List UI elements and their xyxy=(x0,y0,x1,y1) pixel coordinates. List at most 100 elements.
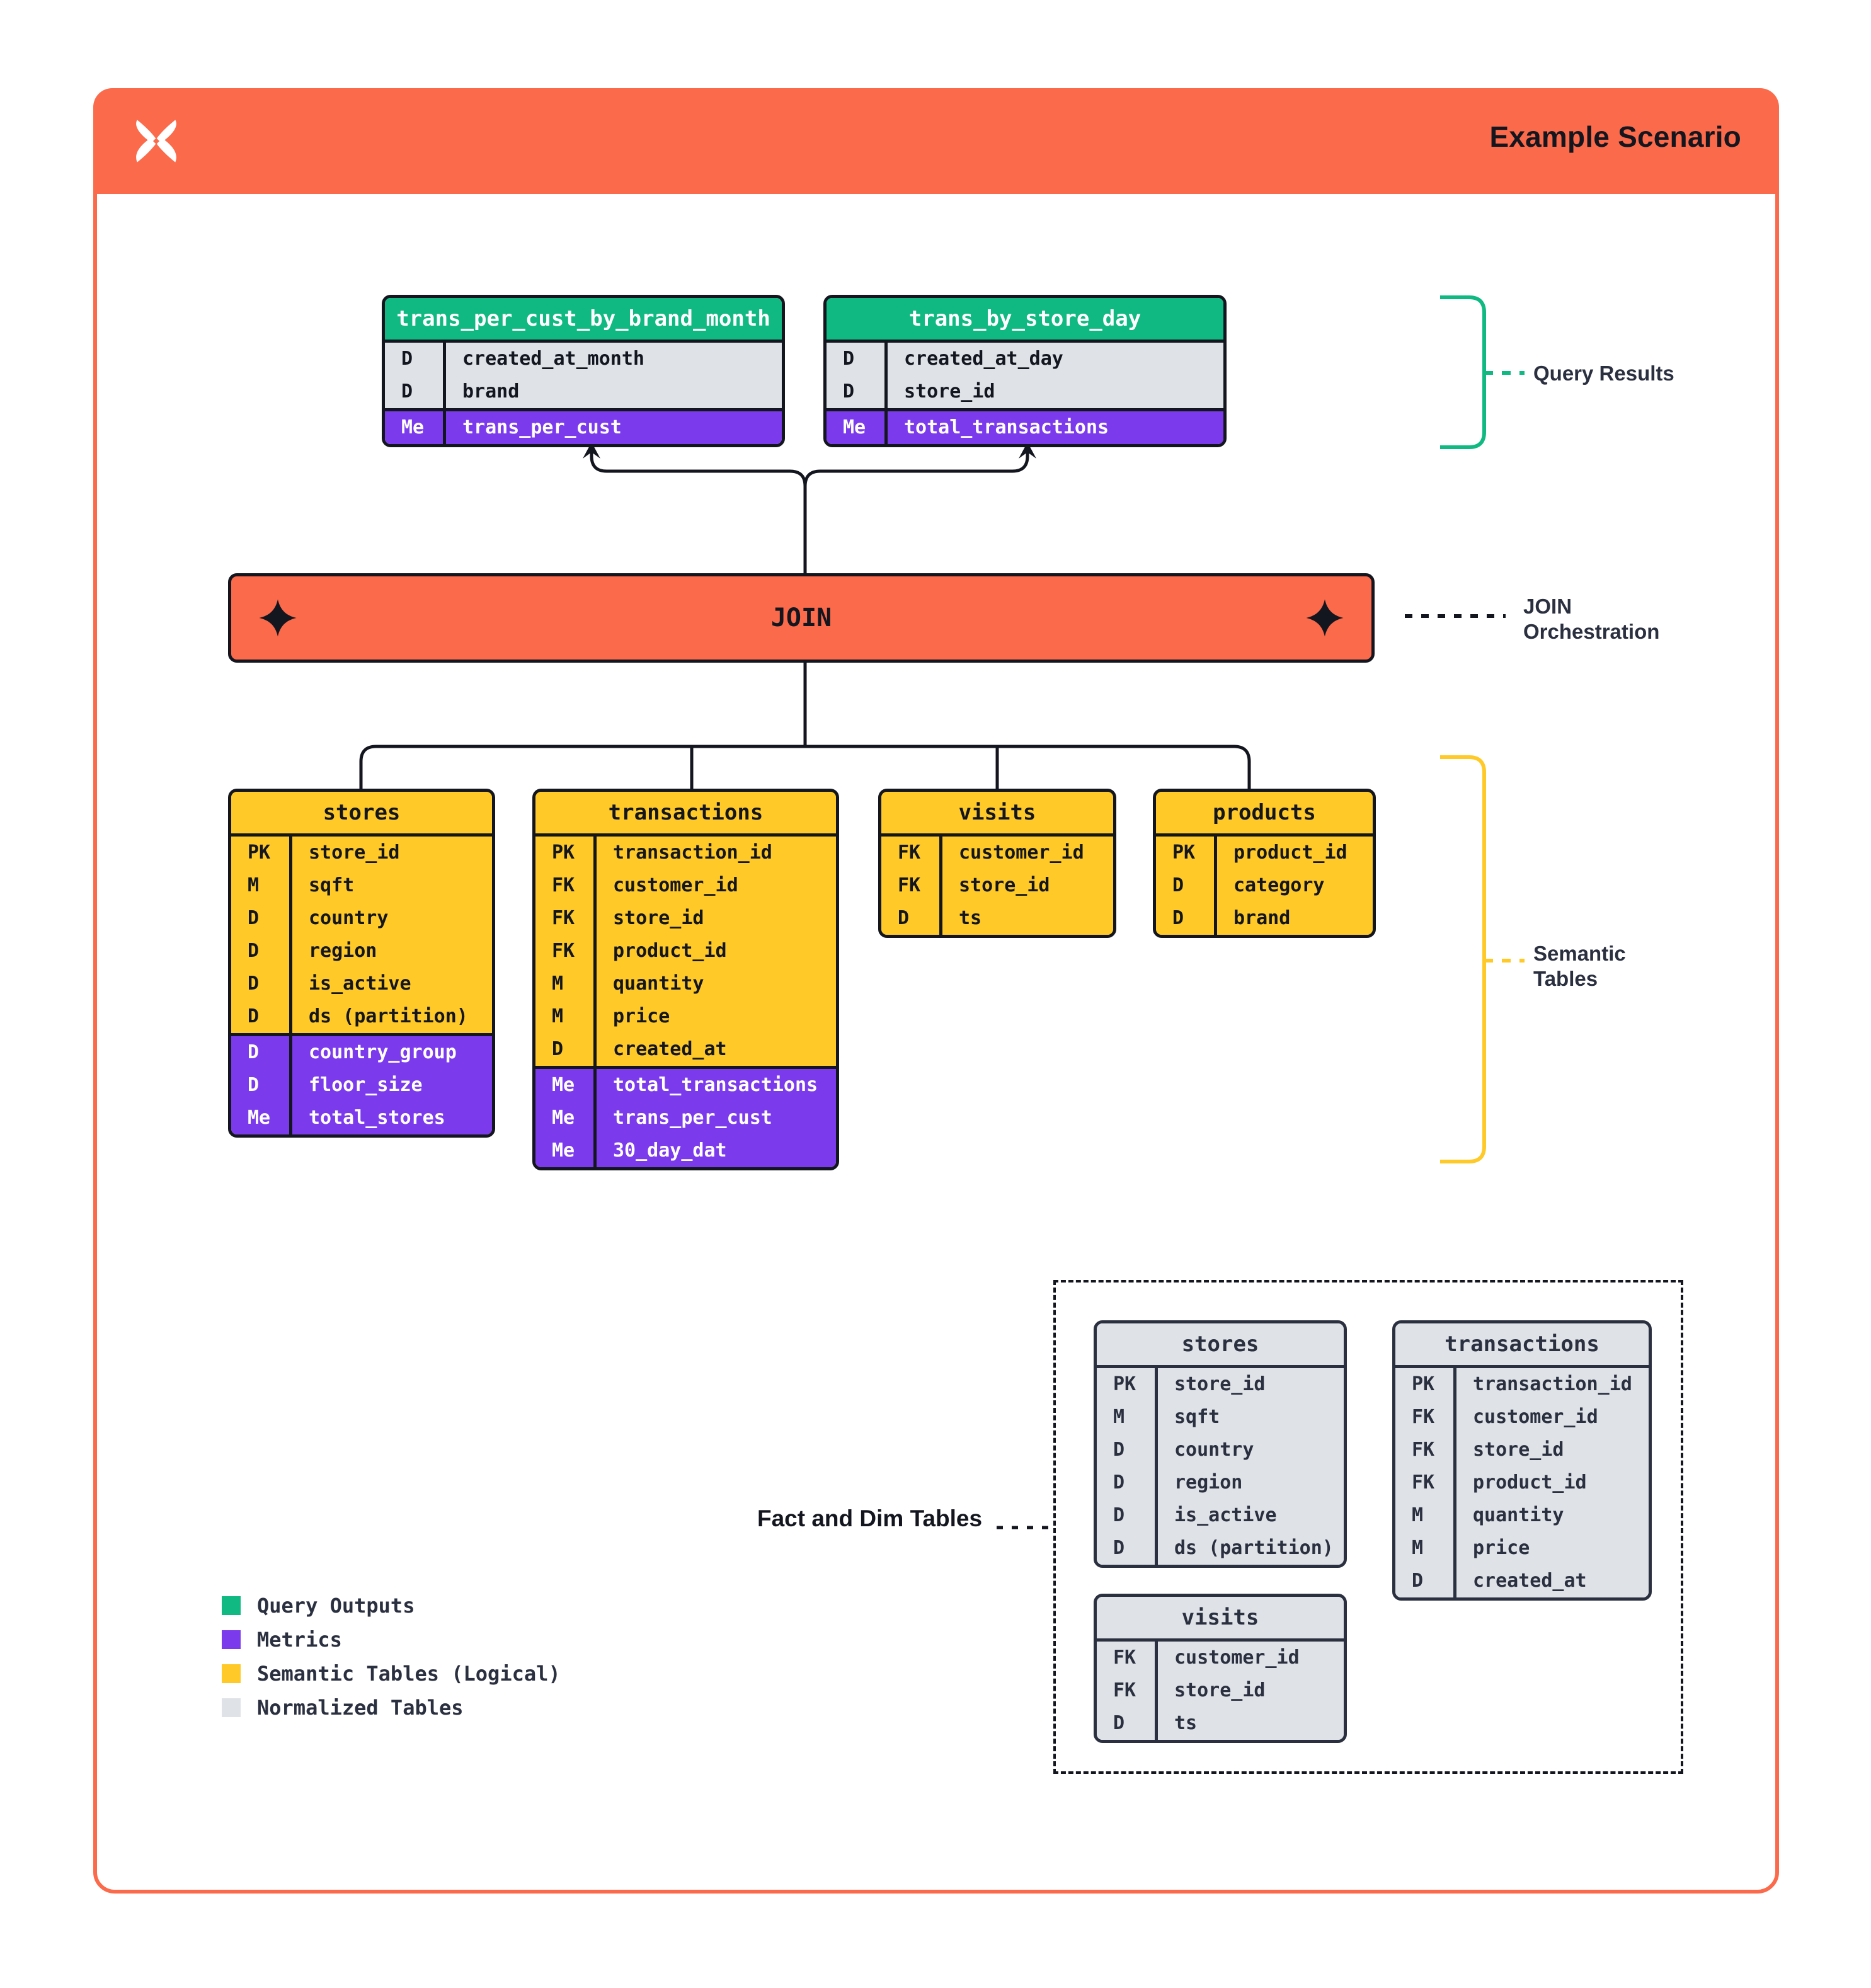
row-kind: D xyxy=(1113,1439,1125,1461)
metric-rows: Me total_transactions xyxy=(827,408,1223,444)
page-title: Example Scenario xyxy=(1489,120,1741,153)
row-field: region xyxy=(289,935,492,968)
row-field: store_id xyxy=(289,837,492,869)
dimension-rows: D created_at_day D store_id xyxy=(827,340,1223,408)
row-field: transaction_id xyxy=(593,837,836,869)
annotation-text-line2: Orchestration xyxy=(1523,620,1660,644)
row-field: product_id xyxy=(593,935,836,968)
butterfly-x-logo-icon xyxy=(136,120,176,163)
row-kind: PK xyxy=(1113,1373,1136,1395)
query-result-table-trans-by-store-day[interactable]: trans_by_store_day D created_at_day D st… xyxy=(823,295,1227,447)
row-kind: Me xyxy=(552,1074,575,1096)
row-kind: FK xyxy=(898,874,921,896)
row-kind: D xyxy=(248,1074,260,1096)
row-field: region xyxy=(1155,1466,1344,1499)
row-field: product_id xyxy=(1453,1466,1649,1499)
row-field: total_transactions xyxy=(884,411,1223,444)
row-field: created_at xyxy=(593,1033,836,1066)
annotation-text-line1: JOIN xyxy=(1523,595,1572,618)
row-kind: M xyxy=(1113,1406,1125,1428)
row-field: customer_id xyxy=(593,869,836,902)
row-kind: FK xyxy=(552,874,575,896)
table-row: FK store_id xyxy=(1395,1434,1649,1466)
annotation-text-line2: Tables xyxy=(1533,967,1598,991)
row-kind: PK xyxy=(1172,842,1196,864)
annotation-query-results: Query Results xyxy=(1533,361,1674,386)
table-title: transactions xyxy=(535,792,836,833)
table-row: D store_id xyxy=(827,375,1223,408)
row-kind: D xyxy=(1113,1471,1125,1494)
row-field: brand xyxy=(443,375,782,408)
row-field: quantity xyxy=(593,968,836,1000)
row-field: sqft xyxy=(289,869,492,902)
row-field: created_at_month xyxy=(443,343,782,375)
row-field: store_id xyxy=(1155,1368,1344,1401)
row-field: ds (partition) xyxy=(289,1000,492,1033)
row-kind: D xyxy=(401,348,413,370)
header-bar: Example Scenario xyxy=(93,88,1779,194)
legend-item-normalized-tables: Normalized Tables xyxy=(222,1691,561,1725)
semantic-table-transactions[interactable]: transactions PK transaction_id FK customer… xyxy=(532,789,839,1170)
sparkle-icon xyxy=(259,599,297,637)
row-kind: PK xyxy=(552,842,575,864)
legend: Query Outputs Metrics Semantic Tables (L… xyxy=(222,1589,561,1725)
row-kind: M xyxy=(248,874,260,896)
legend-swatch-yellow xyxy=(222,1664,241,1683)
row-field: total_transactions xyxy=(593,1069,836,1102)
query-result-table-trans-per-cust-by-brand-month[interactable]: trans_per_cust_by_brand_month D created_… xyxy=(382,295,785,447)
table-row: PK store_id xyxy=(1097,1368,1344,1401)
row-kind: FK xyxy=(1412,1439,1435,1461)
row-kind: Me xyxy=(552,1140,575,1162)
row-kind: D xyxy=(248,973,260,995)
row-field: product_id xyxy=(1214,837,1373,869)
annotation-semantic-tables: Semantic Tables xyxy=(1533,941,1626,992)
row-field: store_id xyxy=(1453,1434,1649,1466)
join-orchestration-bar[interactable]: JOIN xyxy=(228,573,1375,663)
row-kind: D xyxy=(843,348,855,370)
row-kind: D xyxy=(898,907,910,929)
table-row: D brand xyxy=(385,375,782,408)
table-row: FK product_id xyxy=(535,935,836,968)
legend-swatch-purple xyxy=(222,1630,241,1649)
row-field: country xyxy=(1155,1434,1344,1466)
row-kind: M xyxy=(552,1005,564,1027)
row-kind: M xyxy=(1412,1537,1424,1559)
table-row: Me total_transactions xyxy=(535,1069,836,1102)
legend-item-semantic-tables: Semantic Tables (Logical) xyxy=(222,1657,561,1691)
row-field: store_id xyxy=(884,375,1223,408)
table-title: trans_by_store_day xyxy=(827,298,1223,340)
fact-and-dim-group-box xyxy=(1053,1280,1683,1774)
row-kind: FK xyxy=(552,940,575,962)
table-title: visits xyxy=(881,792,1113,833)
metric-rows: Me trans_per_cust xyxy=(385,408,782,444)
row-field: created_at_day xyxy=(884,343,1223,375)
